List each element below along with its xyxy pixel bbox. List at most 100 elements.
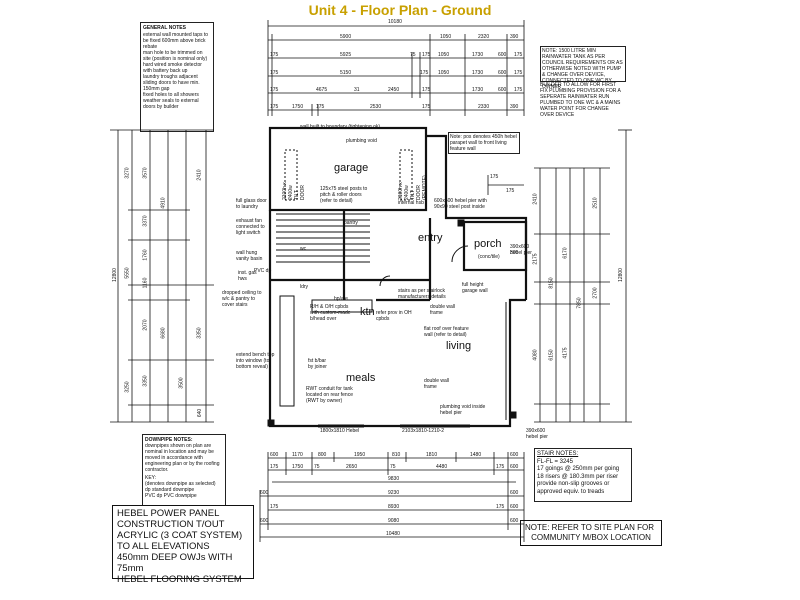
building-walls	[268, 126, 528, 428]
annotation: inst. gas hws	[238, 270, 257, 282]
room-label-living: living	[446, 340, 472, 352]
stair-notes-line: provide non-slip grooves or approved equ…	[537, 481, 610, 495]
dim-bottom: 600	[510, 464, 519, 470]
dim-top: 31	[354, 87, 360, 93]
dim-top: 390	[510, 34, 519, 40]
dim-right: 7850	[576, 297, 583, 309]
dim-top: 175	[270, 70, 279, 76]
dim-left: 3250	[124, 381, 131, 393]
dim-top: 1730	[472, 87, 484, 93]
dim-left: 3570	[142, 167, 149, 179]
builder-note: BUILDER TO ALLOW FOR FIRST FIX PLUMBING …	[540, 82, 621, 118]
annotation: plumbing void	[346, 138, 377, 144]
site-plan-note-line: NOTE: REFER TO SITE PLAN FOR	[525, 523, 655, 532]
dim-bottom: 8930	[388, 504, 400, 510]
room-label-garage: garage	[334, 162, 369, 174]
dim-top: 600	[498, 87, 507, 93]
dim-top: 175	[270, 52, 279, 58]
dim-bottom: 2650	[346, 464, 358, 470]
stair-notes-line: FL-FL = 3245	[537, 458, 573, 465]
dim-top: 175	[316, 104, 325, 110]
general-notes-box: GENERAL NOTES external wall mounted taps…	[140, 22, 214, 132]
dim-left: 2410	[196, 169, 203, 181]
dim-right: 4175	[562, 347, 569, 359]
dim-bottom: 600	[260, 518, 269, 524]
annotation: exhaust fan connected to light switch	[236, 218, 265, 236]
rainwater-note: NOTE: 1500 LITRE MIN RAINWATER TANK AS P…	[540, 46, 626, 90]
hebel-line: 450mm DEEP OWJs WITH 75mm	[117, 552, 233, 574]
dim-bottom: 175	[270, 464, 279, 470]
dim-top: 175	[420, 70, 429, 76]
dim-left: 1760	[142, 249, 149, 261]
stair-notes-line: 18 risers @ 180.3mm per riser	[537, 473, 619, 480]
dim-top: 1050	[438, 52, 450, 58]
room-label-meals: meals	[346, 372, 376, 384]
dim-top: 4675	[316, 87, 328, 93]
dim-top: 175	[270, 104, 279, 110]
dim-top: 2330	[478, 104, 490, 110]
dim-top: 5925	[340, 52, 352, 58]
annotation: with custom-made b/head over	[310, 310, 351, 322]
dim-bottom: 600	[260, 490, 269, 496]
downpipe-notes-text: downpipes shown on plan are nominal in l…	[145, 443, 220, 473]
room-sub-porch: (conc/tile)	[478, 254, 500, 260]
hebel-line: ACRYLIC (3 COAT SYSTEM)	[117, 530, 243, 541]
dim-right: 2700	[592, 287, 599, 299]
dim-top: 1050	[438, 70, 450, 76]
dim-right-small: 175	[490, 174, 499, 180]
dim-left: 3350	[142, 375, 149, 387]
dim-bottom: 9080	[388, 518, 400, 524]
dim-top: 75	[410, 52, 416, 58]
dim-top: 1730	[472, 70, 484, 76]
dim-bottom: 800	[318, 452, 327, 458]
general-notes-item: man hole to be trimmed on site (position…	[143, 50, 208, 62]
dim-right: 8150	[548, 277, 555, 289]
annotation: double wall frame	[424, 378, 450, 390]
general-notes-item: hard wired smoke detector with battery b…	[143, 62, 202, 74]
hebel-line: CONSTRUCTION T/OUT	[117, 519, 225, 530]
stair-notes-line: 17 goings @ 250mm per going	[537, 466, 620, 472]
general-notes-item: external wall mounted taps to be fixed 6…	[143, 32, 209, 50]
annotation: full height garage wall	[462, 282, 488, 294]
dim-top: 5150	[340, 70, 352, 76]
dim-bottom: 1480	[470, 452, 482, 458]
dim-top: 2320	[478, 34, 490, 40]
dim-top: 600	[498, 70, 507, 76]
general-notes-heading: GENERAL NOTES	[143, 25, 186, 31]
room-label-ktn: ktn	[360, 306, 375, 318]
dim-bottom: 75	[390, 464, 396, 470]
dim-left: 5550	[124, 267, 131, 279]
annotation: R/H & O/H cpbds	[310, 304, 349, 310]
dim-top: 175	[422, 104, 431, 110]
dim-top: 175	[514, 87, 523, 93]
dim-top: 175	[514, 52, 523, 58]
dim-right: 6170	[562, 247, 569, 259]
annotation: Note: pos denotes 450h hebel parapet wal…	[448, 132, 520, 154]
dim-right: 4080	[532, 349, 539, 361]
site-plan-note-box: NOTE: REFER TO SITE PLAN FOR COMMUNITY M…	[520, 520, 662, 546]
dim-bottom: 1950	[354, 452, 366, 458]
annotation: wall hung vanity basin	[236, 250, 263, 262]
annotation: RWT conduit for tank located on rear fen…	[306, 386, 353, 404]
hebel-line: TO ALL ELEVATIONS	[117, 541, 210, 552]
dim-left: 1160	[142, 277, 149, 289]
dim-bottom: 600	[510, 504, 519, 510]
dim-bottom: 9830	[388, 476, 400, 482]
annotation: fst b/bar by joiner	[308, 358, 327, 370]
annotation: hp/ate	[334, 296, 348, 302]
dim-top: 175	[514, 70, 523, 76]
dim-right: 2410	[532, 193, 539, 205]
dim-bottom: 4480	[436, 464, 448, 470]
dim-left: 3270	[124, 167, 131, 179]
dim-right: 6150	[548, 349, 555, 361]
dim-left-overall: 12800	[111, 268, 118, 282]
dim-top: 2450	[388, 87, 400, 93]
dim-top: 5900	[340, 34, 352, 40]
dim-left: 640	[197, 408, 204, 418]
page-title: Unit 4 - Floor Plan - Ground	[308, 2, 492, 18]
general-notes-item: fixed holes to all showers	[143, 92, 199, 98]
room-label-pantry: pantry	[344, 220, 358, 226]
annotation: 2100h x 2400w TILT DOOR (REMOTE)	[398, 175, 428, 200]
stair-notes-heading: STAIR NOTES:	[537, 451, 579, 457]
annotation: internal hsb	[398, 200, 424, 206]
